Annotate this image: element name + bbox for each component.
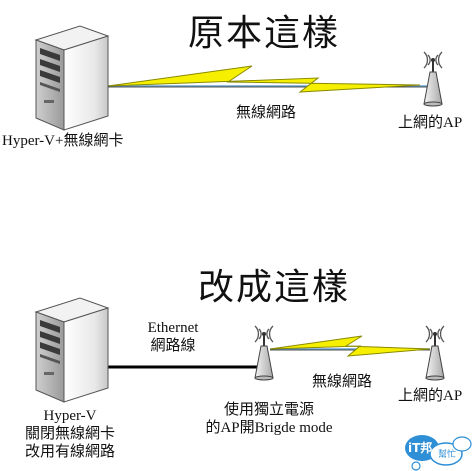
bottom-wireless-label: 無線網路 (312, 374, 373, 390)
top-ap-icon (423, 51, 443, 107)
bottom-host-label-line1: Hyper-V (43, 408, 97, 424)
ethernet-label: Ethernet 網路線 (128, 319, 218, 355)
ethernet-label-line1: Ethernet (147, 320, 199, 336)
bottom-ap-icon (425, 325, 445, 381)
bottom-server-icon (35, 297, 109, 403)
bridge-ap-icon (254, 325, 274, 381)
bridge-ap-label-line1: 使用獨立電源 (223, 402, 314, 418)
bridge-ap-label-line2: 的AP開Brigde mode (205, 420, 333, 436)
bridge-ap-label: 使用獨立電源 的AP開Brigde mode (186, 401, 352, 437)
bottom-ap-label: 上網的AP (398, 388, 463, 404)
ethernet-label-line2: 網路線 (150, 338, 196, 354)
top-title: 原本這樣 (188, 13, 341, 54)
bottom-lightning-bolt (269, 335, 431, 357)
bottom-host-label: Hyper-V 關閉無線網卡 改用有線網路 (10, 407, 130, 461)
bottom-host-label-line3: 改用有線網路 (24, 444, 115, 460)
itbang-logo-subtext: 幫忙 (438, 450, 457, 460)
top-host-label: Hyper-V+無線網卡 (2, 133, 124, 149)
bottom-title: 改成這樣 (198, 267, 351, 308)
top-server-icon (35, 25, 109, 131)
itbang-logo (405, 435, 472, 471)
top-lightning-bolt (107, 65, 421, 93)
itbang-logo-text: iT邦 (408, 441, 433, 455)
top-ap-label: 上網的AP (398, 115, 463, 131)
top-link-label: 無線網路 (236, 105, 297, 121)
bottom-host-label-line2: 關閉無線網卡 (24, 426, 115, 442)
